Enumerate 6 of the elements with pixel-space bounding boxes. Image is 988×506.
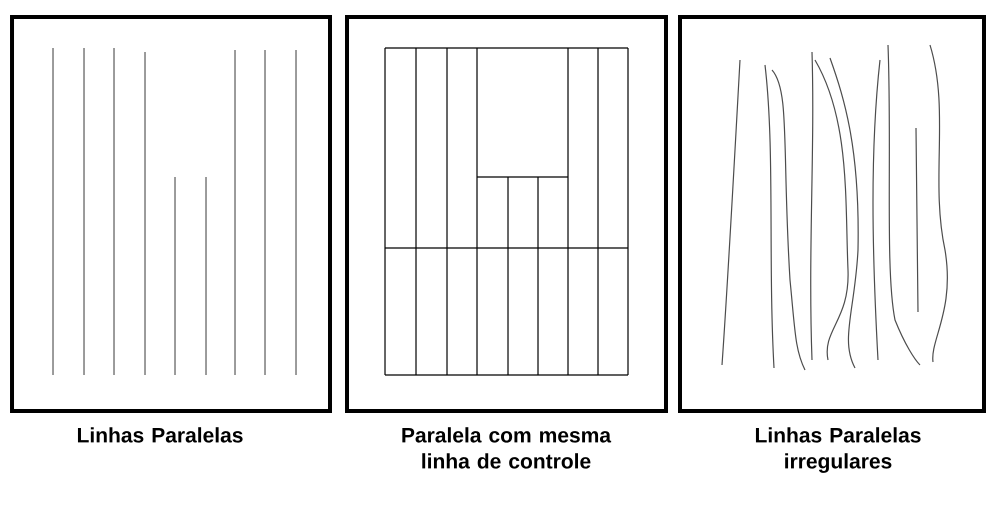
framed-panel: Paralela com mesma linha de controle bbox=[345, 15, 668, 469]
node-label: Paralela com mesma linha de controle bbox=[402, 427, 612, 469]
framed-panel: Linhas Paralelas bbox=[10, 15, 332, 443]
framed-panel: Linhas Paralelas irregulares bbox=[678, 15, 986, 473]
node-label: Linhas Paralelas bbox=[78, 427, 243, 443]
node-label: Linhas Paralelas irregulares bbox=[756, 427, 921, 473]
